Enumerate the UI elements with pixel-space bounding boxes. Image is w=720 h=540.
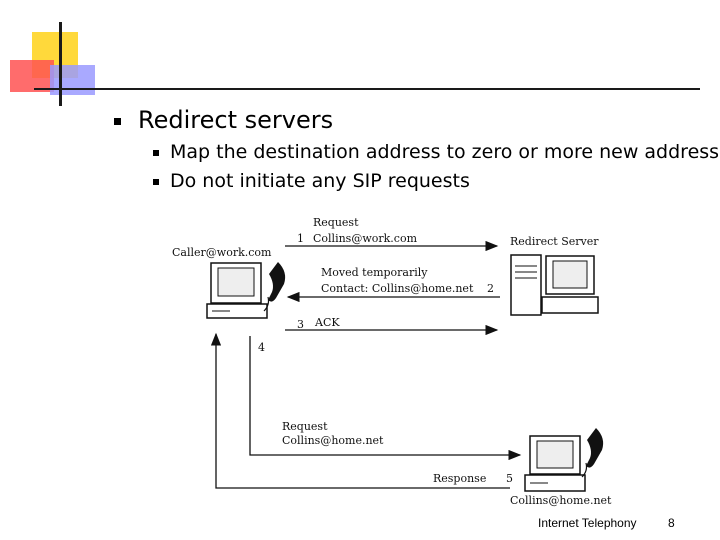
step2-title: Moved temporarily: [321, 266, 428, 279]
bullet-square-icon: [114, 118, 121, 125]
caller-label: Caller@work.com: [172, 246, 272, 259]
decor-red-square: [10, 60, 54, 92]
decor-horizontal-line: [34, 88, 700, 90]
step1-detail: Collins@work.com: [313, 232, 418, 245]
bullet-main-text: Redirect servers: [138, 106, 334, 134]
step3-number: 3: [297, 318, 304, 331]
callee-computer-icon: [524, 435, 586, 492]
redirect-server-icon: [510, 254, 599, 316]
step1-title: Request: [313, 216, 359, 229]
sub-bullet-text-2: Do not initiate any SIP requests: [170, 170, 470, 192]
sub-bullet-square-icon: [153, 179, 159, 185]
arrow-4-request: [249, 336, 522, 461]
step3-title: ACK: [314, 316, 340, 329]
footer-course-title: Internet Telephony: [538, 516, 637, 530]
decor-blue-square: [50, 65, 95, 95]
step5-title: Response: [433, 472, 486, 485]
step4-title: Request: [282, 420, 328, 433]
footer-page-number: 8: [668, 516, 675, 530]
callee-phone-icon: [581, 428, 604, 478]
sub-bullet-square-icon: [153, 150, 159, 156]
decor-vertical-line: [59, 22, 62, 106]
step1-number: 1: [297, 232, 304, 245]
step2-number: 2: [487, 282, 494, 295]
step5-number: 5: [506, 472, 513, 485]
step2-detail: Contact: Collins@home.net: [321, 282, 474, 295]
callee-label: Collins@home.net: [510, 494, 612, 507]
caller-computer-icon: [206, 262, 268, 319]
step4-detail: Collins@home.net: [282, 434, 384, 447]
redirect-server-label: Redirect Server: [510, 235, 599, 248]
sub-bullet-text-1: Map the destination address to zero or m…: [170, 141, 720, 163]
step4-number: 4: [258, 341, 265, 354]
caller-phone-icon: [263, 262, 286, 312]
arrow-5-response: [210, 332, 510, 489]
